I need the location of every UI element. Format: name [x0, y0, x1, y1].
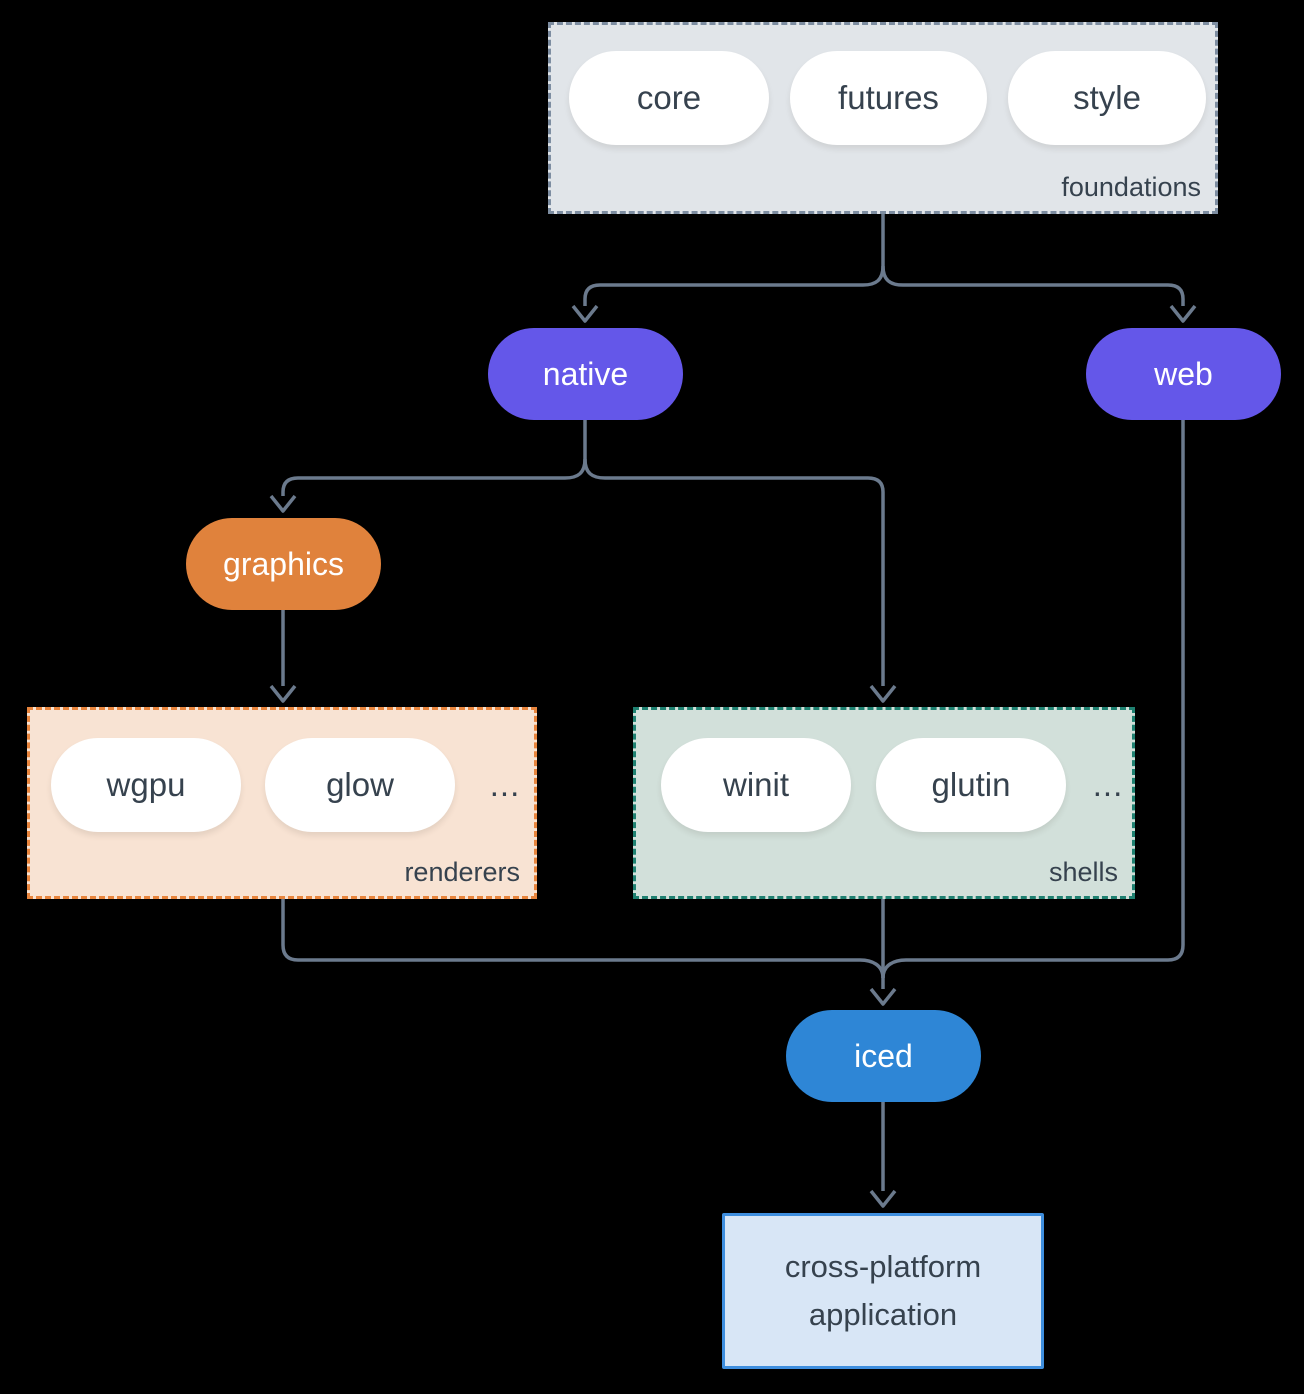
node-wgpu-label: wgpu — [106, 766, 186, 803]
edge-renderers-iced — [281, 899, 885, 979]
shells-ellipsis: ... — [1092, 766, 1124, 803]
arrowhead-iced — [869, 987, 897, 1006]
node-glutin: glutin — [876, 738, 1066, 832]
group-renderers: wgpu glow ... renderers — [27, 707, 537, 899]
node-graphics-label: graphics — [223, 545, 344, 582]
renderers-ellipsis: ... — [489, 766, 521, 803]
node-glow-label: glow — [326, 766, 394, 803]
node-glutin-label: glutin — [931, 766, 1011, 803]
node-glow: glow — [265, 738, 455, 832]
group-foundations: core futures style foundations — [548, 22, 1218, 214]
edge-split-native — [583, 265, 885, 306]
group-shells: winit glutin ... shells — [633, 707, 1135, 899]
arrowhead-web — [1169, 304, 1197, 323]
group-foundations-label: foundations — [1061, 171, 1201, 202]
node-style-label: style — [1073, 79, 1141, 116]
node-core: core — [569, 51, 769, 145]
group-renderers-label: renderers — [404, 856, 520, 887]
node-iced-label: iced — [854, 1037, 913, 1074]
edge-split-graphics — [281, 458, 587, 496]
arrowhead-application — [869, 1189, 897, 1208]
arrowhead-shells — [869, 684, 897, 703]
node-iced: iced — [786, 1010, 981, 1102]
arrowhead-native — [571, 304, 599, 323]
arrowhead-graphics — [269, 494, 297, 513]
node-cross-platform-application-label: cross-platform application — [784, 1248, 982, 1332]
node-style: style — [1008, 51, 1206, 145]
node-winit-label: winit — [722, 766, 790, 803]
node-futures: futures — [790, 51, 987, 145]
node-futures-label: futures — [838, 79, 939, 116]
arrowhead-renderers — [269, 684, 297, 703]
node-winit: winit — [661, 738, 851, 832]
node-graphics: graphics — [186, 518, 381, 610]
edge-split-shells — [583, 458, 885, 686]
node-web-label: web — [1154, 355, 1213, 392]
edge-split-web — [881, 265, 1185, 306]
node-core-label: core — [636, 79, 702, 116]
node-cross-platform-application: cross-platform application — [722, 1213, 1044, 1369]
node-wgpu: wgpu — [51, 738, 241, 832]
node-native: native — [488, 328, 683, 420]
group-shells-label: shells — [1048, 856, 1118, 887]
node-native-label: native — [542, 355, 629, 392]
node-web: web — [1086, 328, 1281, 420]
